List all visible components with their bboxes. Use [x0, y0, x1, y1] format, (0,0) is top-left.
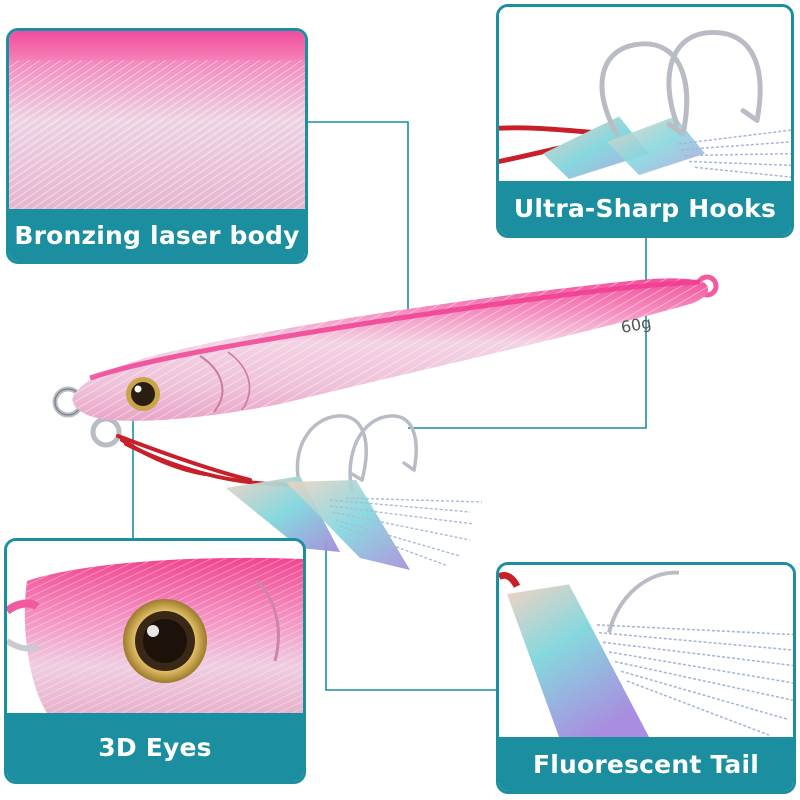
hooks-illustration: [295, 414, 418, 494]
callout-card-tail: Fluorescent Tail: [496, 562, 796, 794]
laser-body-closeup: [9, 31, 305, 209]
assist-hook-illustration: [499, 7, 791, 181]
callout-card-eyes: 3D Eyes: [4, 538, 306, 784]
jig-lure-illustration: 60g: [72, 278, 709, 421]
callout-card-body: Bronzing laser body: [6, 28, 308, 264]
callout-card-hooks: Ultra-Sharp Hooks: [496, 4, 794, 238]
callout-label: Bronzing laser body: [9, 209, 305, 261]
callout-label: Fluorescent Tail: [499, 737, 793, 791]
assist-cord-icon: [116, 434, 292, 487]
weight-mark: 60g: [619, 313, 652, 337]
eye-closeup-illustration: [7, 541, 303, 713]
fluorescent-tail-closeup: [499, 565, 793, 737]
callout-label: 3D Eyes: [7, 713, 303, 781]
callout-label: Ultra-Sharp Hooks: [499, 181, 791, 235]
fluorescent-tail-illustration: [226, 476, 483, 570]
